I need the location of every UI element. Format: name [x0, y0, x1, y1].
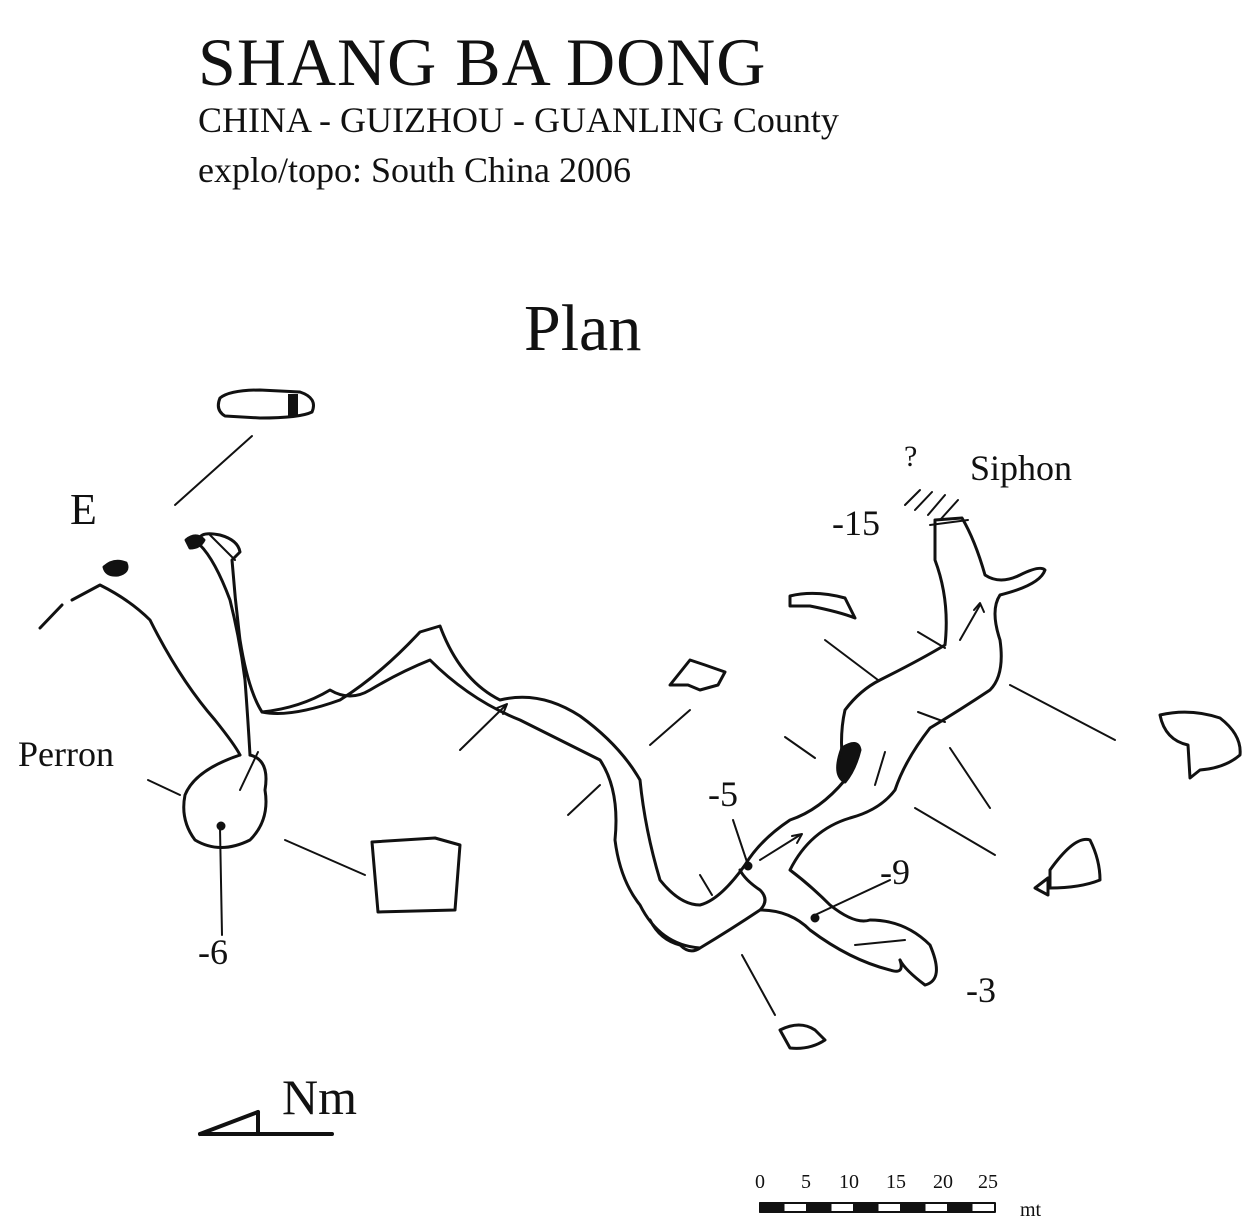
- scale-tick-15: 15: [886, 1171, 906, 1193]
- label-siphon: Siphon: [970, 448, 1073, 488]
- label-entrance: E: [70, 485, 97, 534]
- feature-top-block: [216, 388, 315, 420]
- passage-lower-wall: [182, 658, 903, 973]
- scale-bar: [759, 1202, 996, 1213]
- label-perron: Perron: [18, 734, 114, 774]
- label-depth-minus5: -5: [708, 774, 738, 814]
- feature-block-east: [1158, 710, 1242, 780]
- label-depth-minus6: -6: [198, 932, 228, 972]
- depth-point-minus6: [216, 821, 226, 831]
- scale-tick-10: 10: [839, 1171, 859, 1193]
- map-subtitle: CHINA - GUIZHOU - GUANLING County: [198, 100, 839, 140]
- scale-unit: mt: [1020, 1199, 1042, 1221]
- scale-tick-20: 20: [933, 1171, 953, 1193]
- feature-block-se: [1033, 837, 1102, 897]
- scale-tick-5: 5: [801, 1171, 811, 1193]
- siphon-hatching: [904, 489, 969, 526]
- feature-block-mid: [668, 658, 727, 692]
- label-question: ?: [904, 440, 918, 473]
- feature-dark-patch: [836, 742, 862, 784]
- label-depth-minus15: -15: [832, 503, 880, 543]
- section-lines: [147, 435, 1116, 1016]
- north-arrow: [198, 1110, 334, 1136]
- label-depth-minus3: -3: [966, 970, 996, 1010]
- feature-top-block-dark: [288, 394, 298, 416]
- feature-block-bottom: [778, 1023, 827, 1050]
- passage-upper-wall: [38, 516, 1047, 987]
- north-arrow-label: Nm: [282, 1069, 357, 1125]
- depth-point-minus9: [810, 913, 820, 923]
- scale-tick-25: 25: [978, 1171, 998, 1193]
- feature-entrance-blob: [102, 559, 129, 577]
- feature-block-ne: [788, 591, 857, 620]
- section-title-plan: Plan: [524, 292, 642, 365]
- label-depth-minus9: -9: [880, 852, 910, 892]
- slope-arrows: [209, 534, 985, 946]
- feature-block-south: [370, 836, 462, 914]
- depth-point-minus5: [743, 861, 753, 871]
- map-credits: explo/topo: South China 2006: [198, 150, 632, 190]
- map-title: SHANG BA DONG: [198, 24, 767, 100]
- feature-dark-patch-small: [184, 534, 206, 550]
- scale-tick-0: 0: [755, 1171, 765, 1193]
